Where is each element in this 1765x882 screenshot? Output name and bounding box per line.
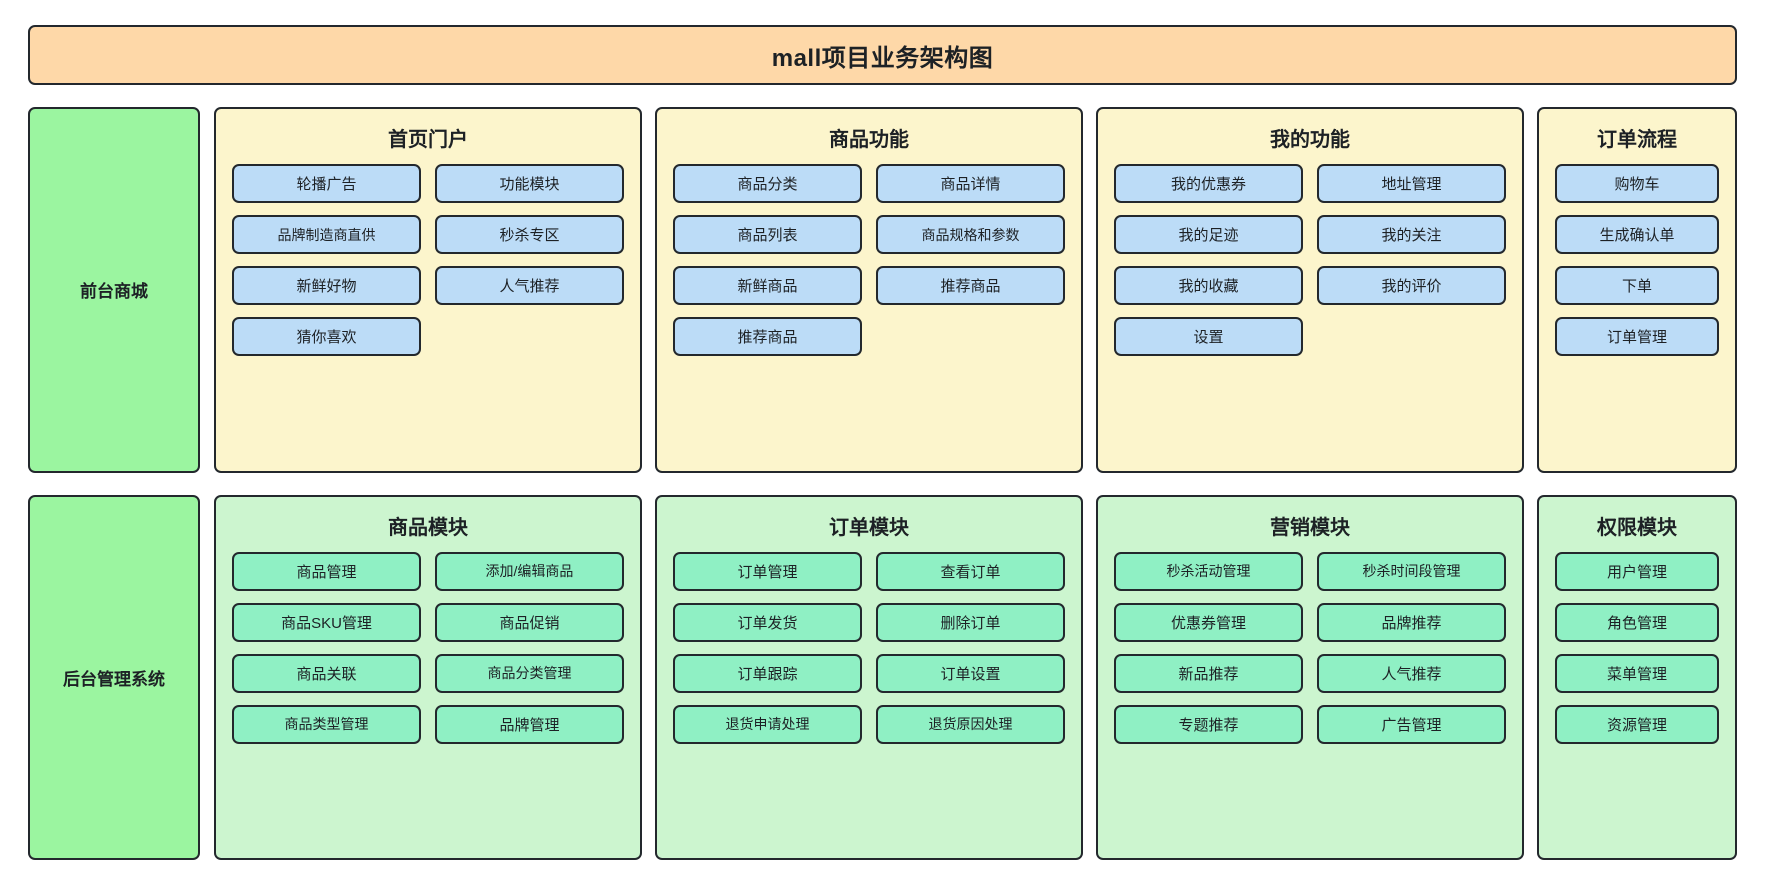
module-item[interactable]: 订单发货 [673, 602, 862, 642]
module-item[interactable]: 新鲜好物 [232, 266, 421, 305]
module-item[interactable]: 角色管理 [1555, 602, 1719, 642]
module-item[interactable]: 功能模块 [435, 164, 624, 203]
module-item[interactable]: 商品分类 [673, 164, 862, 203]
group-title: 权限模块 [1597, 516, 1677, 539]
module-item[interactable]: 品牌推荐 [1317, 602, 1506, 642]
module-item[interactable]: 新品推荐 [1114, 653, 1303, 693]
group-product-features: 商品功能 商品分类 商品详情 商品列表 商品规格和参数 新鲜商品 推荐商品 推荐… [655, 107, 1083, 473]
module-item[interactable]: 商品类型管理 [232, 704, 421, 744]
tier-row-frontend: 前台商城 首页门户 轮播广告 功能模块 品牌制造商直供 秒杀专区 新鲜好物 人气… [28, 107, 1737, 473]
module-item[interactable]: 我的关注 [1317, 215, 1506, 254]
module-item[interactable]: 订单管理 [673, 551, 862, 591]
module-item[interactable]: 人气推荐 [1317, 653, 1506, 693]
group-order-module: 订单模块 订单管理 查看订单 订单发货 删除订单 订单跟踪 订单设置 退货申请处… [655, 494, 1083, 860]
module-item[interactable]: 新鲜商品 [673, 266, 862, 305]
group-title: 商品模块 [388, 516, 468, 539]
group-title: 我的功能 [1270, 129, 1350, 151]
group-title: 营销模块 [1270, 516, 1350, 539]
module-item[interactable]: 设置 [1114, 317, 1303, 356]
module-item[interactable]: 生成确认单 [1555, 215, 1719, 254]
page-title: mall项目业务架构图 [771, 44, 994, 72]
tier-label-text: 前台商城 [80, 282, 148, 302]
group-my-features: 我的功能 我的优惠券 地址管理 我的足迹 我的关注 我的收藏 我的评价 设置 [1096, 107, 1524, 473]
module-item[interactable]: 删除订单 [876, 602, 1065, 642]
module-item[interactable]: 商品管理 [232, 551, 421, 591]
module-item[interactable]: 订单设置 [876, 653, 1065, 693]
module-item[interactable]: 我的优惠券 [1114, 164, 1303, 203]
module-item[interactable]: 下单 [1555, 266, 1719, 305]
group-permission-module: 权限模块 用户管理 角色管理 菜单管理 资源管理 [1537, 494, 1737, 860]
group-product-module: 商品模块 商品管理 添加/编辑商品 商品SKU管理 商品促销 商品关联 商品分类… [214, 494, 642, 860]
module-item[interactable]: 广告管理 [1317, 704, 1506, 744]
module-item[interactable]: 订单管理 [1555, 317, 1719, 356]
module-item[interactable]: 商品SKU管理 [232, 602, 421, 642]
module-item[interactable]: 用户管理 [1555, 551, 1719, 591]
module-item[interactable]: 资源管理 [1555, 704, 1719, 744]
module-item[interactable]: 猜你喜欢 [232, 317, 421, 356]
group-items: 商品分类 商品详情 商品列表 商品规格和参数 新鲜商品 推荐商品 推荐商品 [673, 164, 1065, 356]
module-item[interactable]: 推荐商品 [673, 317, 862, 356]
module-item[interactable]: 专题推荐 [1114, 704, 1303, 744]
tier-row-backend: 后台管理系统 商品模块 商品管理 添加/编辑商品 商品SKU管理 商品促销 商品… [28, 494, 1737, 860]
module-item[interactable]: 商品促销 [435, 602, 624, 642]
tier-groups-backend: 商品模块 商品管理 添加/编辑商品 商品SKU管理 商品促销 商品关联 商品分类… [214, 494, 1737, 860]
module-item[interactable]: 菜单管理 [1555, 653, 1719, 693]
module-item[interactable]: 秒杀活动管理 [1114, 551, 1303, 591]
module-item[interactable]: 查看订单 [876, 551, 1065, 591]
tier-label-frontend: 前台商城 [28, 107, 200, 473]
module-item[interactable]: 地址管理 [1317, 164, 1506, 203]
module-item[interactable]: 商品列表 [673, 215, 862, 254]
module-item[interactable]: 添加/编辑商品 [435, 551, 624, 591]
module-item[interactable]: 秒杀专区 [435, 215, 624, 254]
module-item[interactable]: 我的评价 [1317, 266, 1506, 305]
group-items: 秒杀活动管理 秒杀时间段管理 优惠券管理 品牌推荐 新品推荐 人气推荐 专题推荐… [1114, 551, 1506, 744]
module-item[interactable]: 订单跟踪 [673, 653, 862, 693]
tier-label-text: 后台管理系统 [63, 669, 165, 689]
module-item[interactable]: 我的收藏 [1114, 266, 1303, 305]
module-item[interactable]: 退货申请处理 [673, 704, 862, 744]
group-items: 轮播广告 功能模块 品牌制造商直供 秒杀专区 新鲜好物 人气推荐 猜你喜欢 [232, 164, 624, 356]
module-item[interactable]: 轮播广告 [232, 164, 421, 203]
group-title: 商品功能 [829, 129, 909, 151]
group-items: 购物车 生成确认单 下单 订单管理 [1555, 164, 1719, 356]
module-item[interactable]: 品牌制造商直供 [232, 215, 421, 254]
group-items: 订单管理 查看订单 订单发货 删除订单 订单跟踪 订单设置 退货申请处理 退货原… [673, 551, 1065, 744]
module-item[interactable]: 品牌管理 [435, 704, 624, 744]
module-item[interactable]: 优惠券管理 [1114, 602, 1303, 642]
group-title: 首页门户 [388, 129, 468, 151]
group-order-flow: 订单流程 购物车 生成确认单 下单 订单管理 [1537, 107, 1737, 473]
diagram-title-banner: mall项目业务架构图 [28, 25, 1737, 85]
module-item[interactable]: 商品分类管理 [435, 653, 624, 693]
group-title: 订单流程 [1597, 129, 1677, 151]
module-item[interactable]: 退货原因处理 [876, 704, 1065, 744]
group-items: 商品管理 添加/编辑商品 商品SKU管理 商品促销 商品关联 商品分类管理 商品… [232, 551, 624, 744]
module-item[interactable]: 商品规格和参数 [876, 215, 1065, 254]
tier-groups-frontend: 首页门户 轮播广告 功能模块 品牌制造商直供 秒杀专区 新鲜好物 人气推荐 猜你… [214, 107, 1737, 473]
module-item[interactable]: 我的足迹 [1114, 215, 1303, 254]
group-title: 订单模块 [829, 516, 909, 539]
module-item[interactable]: 购物车 [1555, 164, 1719, 203]
module-item[interactable]: 推荐商品 [876, 266, 1065, 305]
module-item[interactable]: 商品详情 [876, 164, 1065, 203]
group-home-portal: 首页门户 轮播广告 功能模块 品牌制造商直供 秒杀专区 新鲜好物 人气推荐 猜你… [214, 107, 642, 473]
tier-label-backend: 后台管理系统 [28, 494, 200, 860]
module-item[interactable]: 人气推荐 [435, 266, 624, 305]
group-marketing-module: 营销模块 秒杀活动管理 秒杀时间段管理 优惠券管理 品牌推荐 新品推荐 人气推荐… [1096, 494, 1524, 860]
module-item[interactable]: 秒杀时间段管理 [1317, 551, 1506, 591]
group-items: 我的优惠券 地址管理 我的足迹 我的关注 我的收藏 我的评价 设置 [1114, 164, 1506, 356]
group-items: 用户管理 角色管理 菜单管理 资源管理 [1555, 551, 1719, 744]
module-item[interactable]: 商品关联 [232, 653, 421, 693]
